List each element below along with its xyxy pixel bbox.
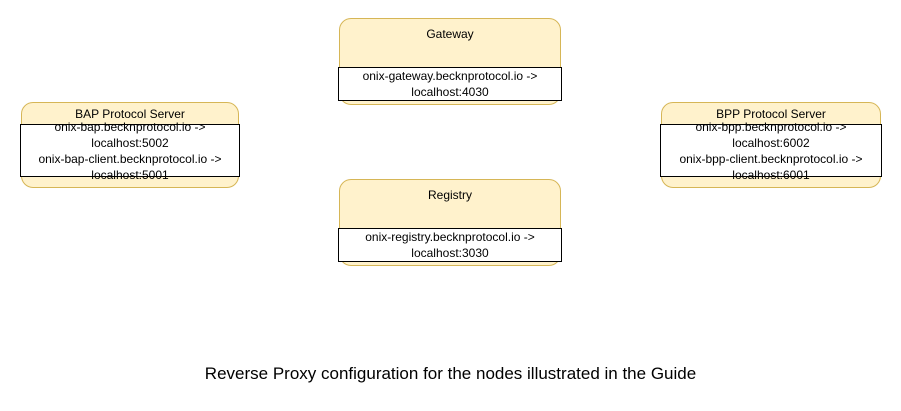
node-bpp-mapping-2-source: onix-bpp-client.becknprotocol.io -> bbox=[679, 151, 863, 166]
node-gateway-title: Gateway bbox=[426, 27, 474, 41]
node-gateway[interactable]: Gateway onix-gateway.becknprotocol.io ->… bbox=[338, 18, 562, 105]
node-registry-title: Registry bbox=[427, 188, 472, 202]
node-registry-body: onix-registry.becknprotocol.io -> localh… bbox=[338, 228, 562, 262]
node-bap-mapping-1-target: localhost:5002 bbox=[91, 135, 169, 150]
node-bpp-mapping-1-target: localhost:6002 bbox=[732, 135, 810, 150]
diagram-caption: Reverse Proxy configuration for the node… bbox=[204, 364, 697, 383]
node-bap-mapping-2-source: onix-bap-client.becknprotocol.io -> bbox=[38, 151, 222, 166]
node-bpp-protocol-server[interactable]: BPP Protocol Server onix-bpp.becknprotoc… bbox=[660, 102, 882, 188]
node-bpp-body: onix-bpp.becknprotocol.io -> localhost:6… bbox=[660, 120, 882, 182]
node-bpp-mapping-2-target: localhost:6001 bbox=[732, 167, 810, 182]
node-bap-body: onix-bap.becknprotocol.io -> localhost:5… bbox=[20, 120, 240, 182]
node-gateway-body: onix-gateway.becknprotocol.io -> localho… bbox=[338, 67, 562, 101]
node-bap-title: BAP Protocol Server bbox=[75, 107, 185, 121]
node-bpp-title: BPP Protocol Server bbox=[716, 107, 826, 121]
node-bap-protocol-server[interactable]: BAP Protocol Server onix-bap.becknprotoc… bbox=[20, 102, 240, 188]
node-registry-mapping-source: onix-registry.becknprotocol.io -> bbox=[365, 230, 535, 244]
node-registry[interactable]: Registry onix-registry.becknprotocol.io … bbox=[338, 179, 562, 266]
node-gateway-mapping-source: onix-gateway.becknprotocol.io -> bbox=[362, 69, 538, 83]
node-gateway-mapping-target: localhost:4030 bbox=[411, 85, 489, 99]
node-bap-mapping-1-source: onix-bap.becknprotocol.io -> bbox=[54, 119, 206, 134]
node-bap-mapping-2-target: localhost:5001 bbox=[91, 167, 169, 182]
node-registry-mapping-target: localhost:3030 bbox=[411, 246, 489, 260]
node-bpp-mapping-1-source: onix-bpp.becknprotocol.io -> bbox=[695, 119, 847, 134]
